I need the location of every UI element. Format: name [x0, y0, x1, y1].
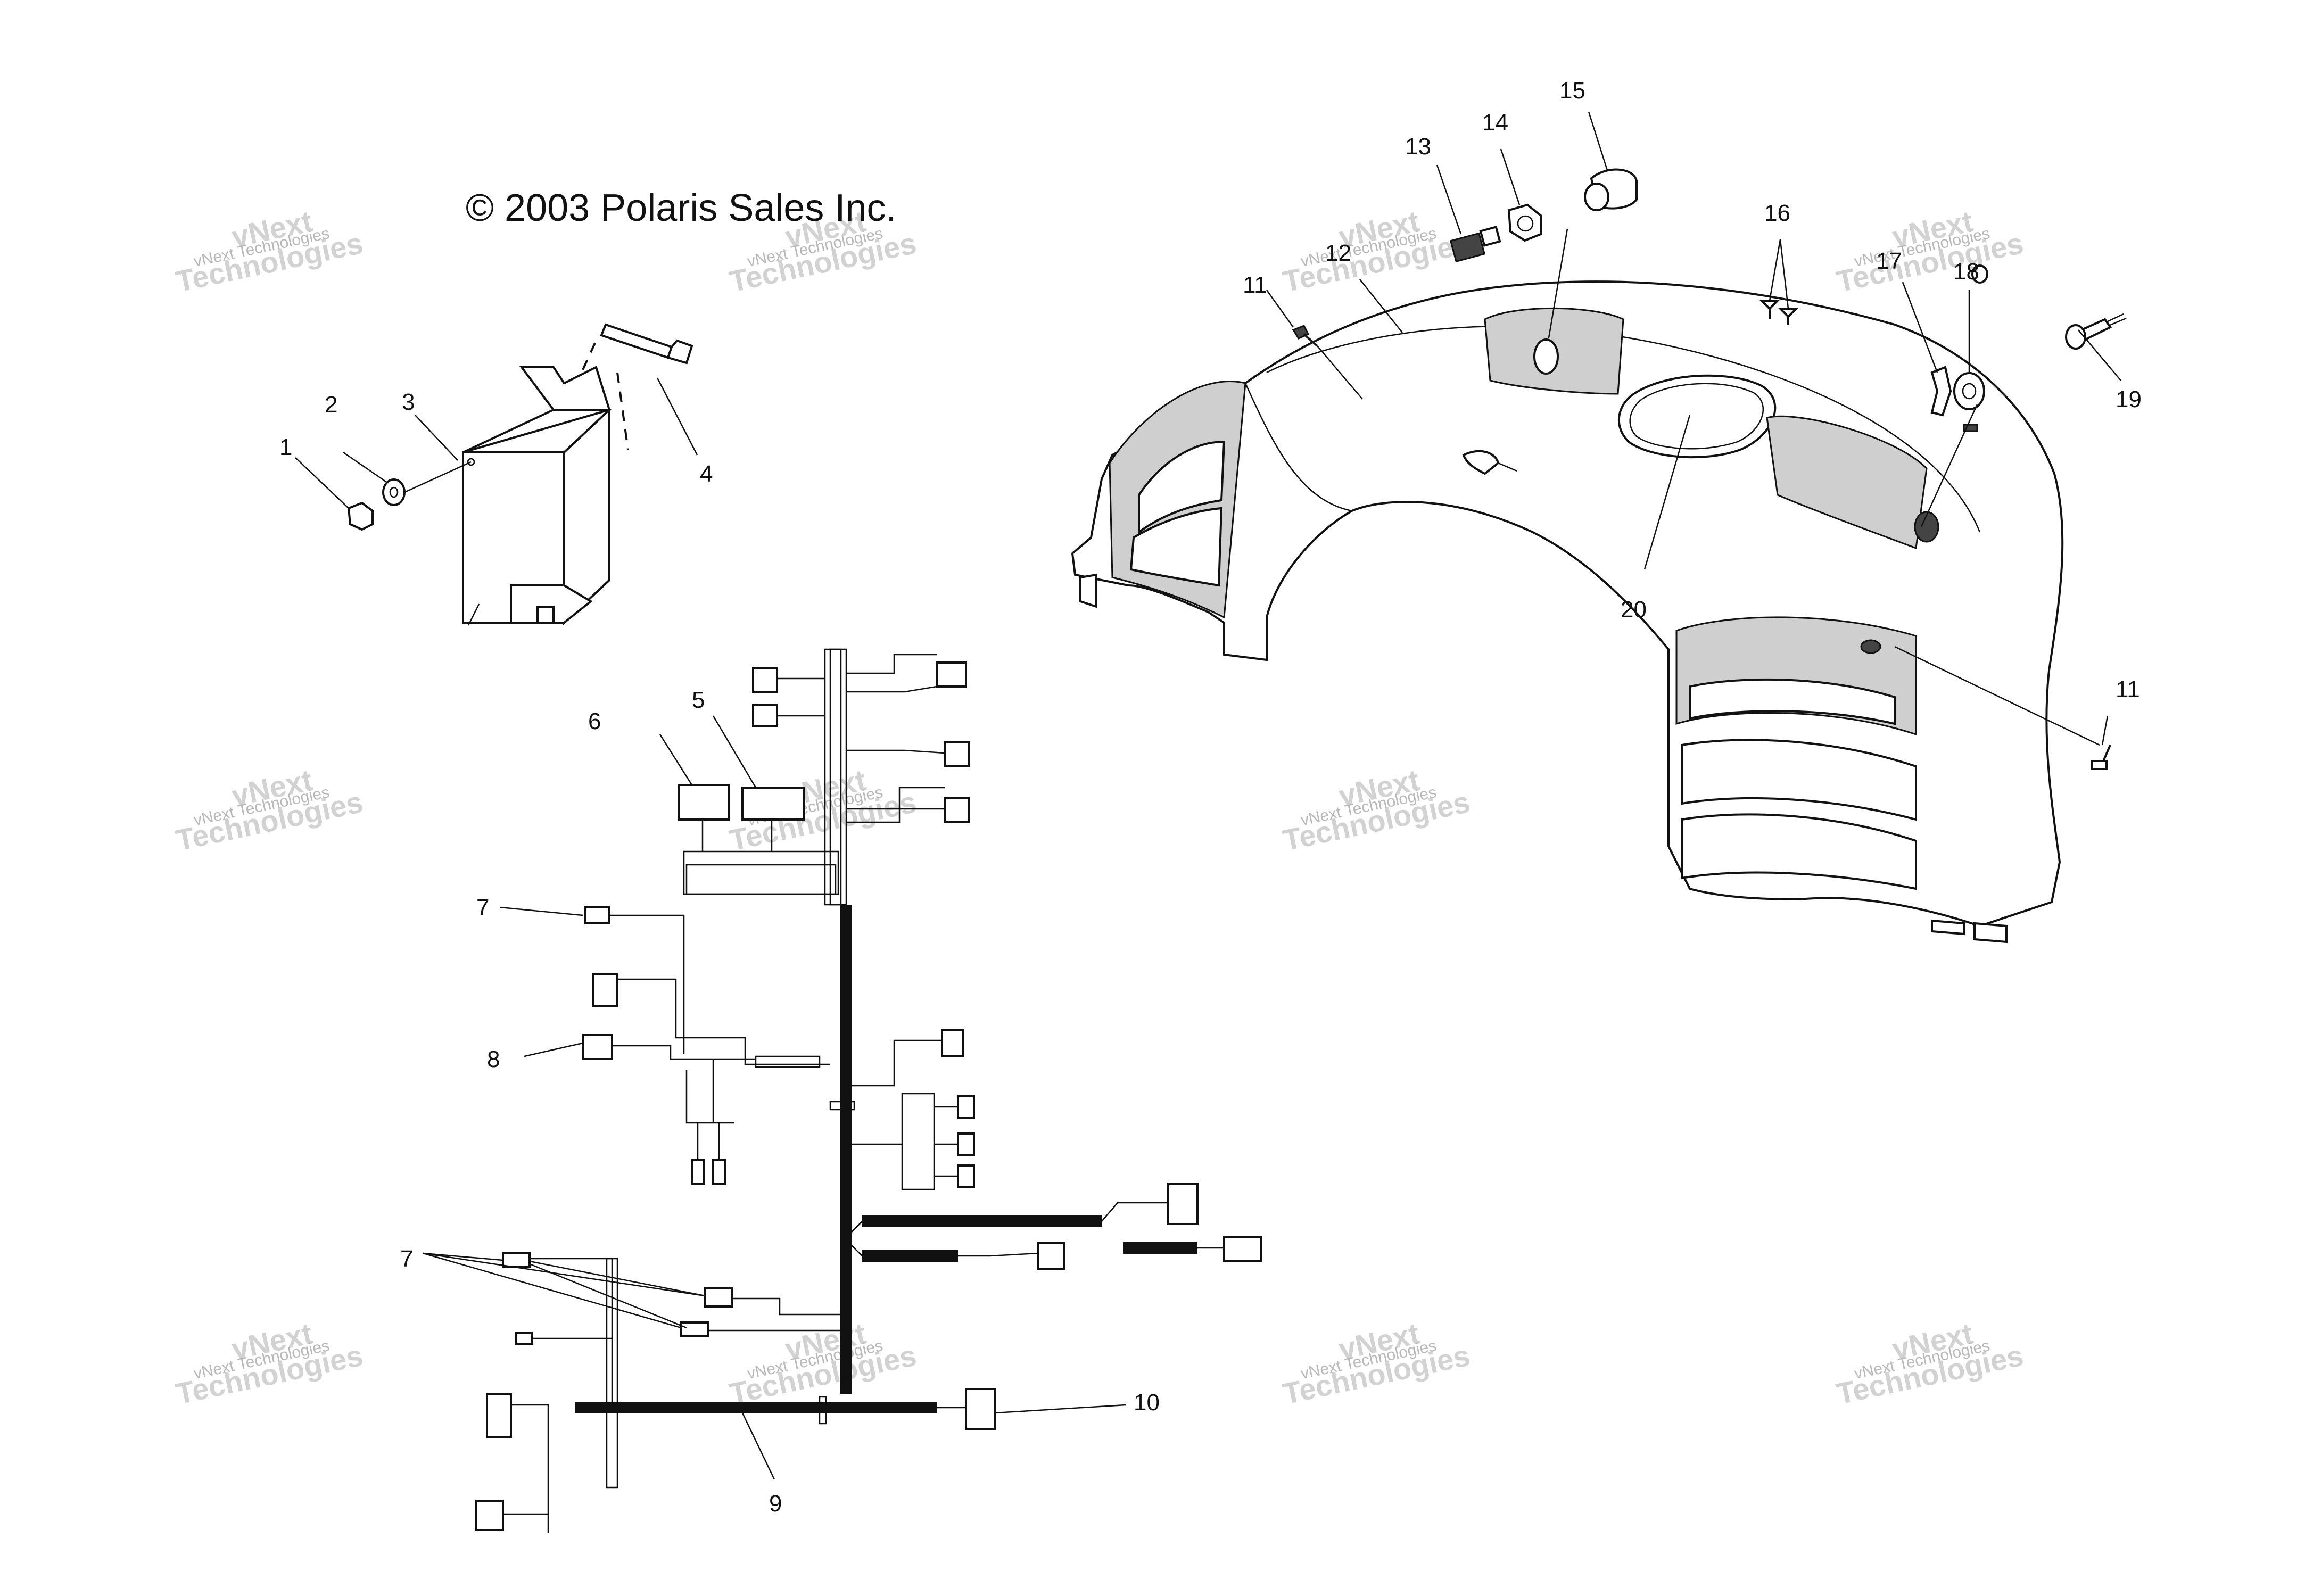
callout-11a: 11 — [1243, 272, 1267, 298]
toggle-switch — [1930, 366, 1952, 417]
connector — [752, 667, 778, 693]
callout-18: 18 — [1953, 259, 1979, 285]
control-module-assembly: 1 2 3 4 — [279, 323, 713, 626]
callout-4: 4 — [700, 461, 713, 487]
switch-washer — [1953, 372, 1985, 410]
connector — [592, 973, 618, 1007]
callout-7b: 7 — [400, 1246, 413, 1272]
switch-knob — [1584, 168, 1638, 211]
gauge-opening — [1618, 374, 1777, 459]
switch-nut — [1507, 203, 1542, 242]
connector — [752, 704, 778, 727]
connector — [1037, 1242, 1065, 1270]
callout-13: 13 — [1405, 134, 1431, 160]
connector — [515, 1332, 533, 1345]
callout-10: 10 — [1134, 1390, 1160, 1416]
connector — [957, 1132, 975, 1156]
connector — [965, 1388, 996, 1430]
watermark: Technologies vNext vNext Technologies — [726, 1317, 919, 1411]
callout-19: 19 — [2116, 386, 2142, 412]
connector — [1167, 1183, 1199, 1225]
screw — [2091, 745, 2111, 770]
relay — [741, 787, 805, 821]
callout-2: 2 — [325, 392, 337, 418]
callout-20: 20 — [1621, 597, 1647, 623]
connector — [584, 906, 610, 924]
connector — [936, 661, 967, 688]
control-module — [462, 366, 613, 625]
connector — [957, 1164, 975, 1188]
connector — [582, 1034, 613, 1060]
watermark: Technologies vNext vNext Technologies — [173, 763, 366, 857]
callout-9: 9 — [769, 1491, 782, 1517]
callout-15: 15 — [1559, 78, 1585, 104]
nut — [347, 501, 374, 531]
dash-pod-assembly: 11 11 12 13 14 15 16 17 18 19 20 — [1071, 78, 2142, 944]
callout-14: 14 — [1482, 110, 1508, 136]
callout-12: 12 — [1325, 240, 1351, 266]
watermark: Technologies vNext vNext Technologies — [1280, 1317, 1473, 1411]
callout-8: 8 — [487, 1046, 500, 1072]
connector — [712, 1159, 726, 1185]
watermark: Technologies vNext vNext Technologies — [173, 204, 366, 299]
connector — [957, 1095, 975, 1119]
callout-6: 6 — [588, 708, 601, 734]
connector — [941, 1029, 964, 1057]
connector — [475, 1500, 504, 1531]
callout-16: 16 — [1764, 200, 1790, 226]
callout-17: 17 — [1876, 248, 1902, 274]
watermark: Technologies vNext vNext Technologies — [1833, 1317, 2026, 1411]
connector — [486, 1393, 512, 1438]
copyright-notice: © 2003 Polaris Sales Inc. — [466, 187, 896, 229]
relay — [678, 784, 730, 821]
connector — [502, 1252, 531, 1268]
connector — [944, 741, 970, 767]
connector — [680, 1321, 709, 1337]
screw — [1292, 325, 1318, 347]
washer — [382, 478, 406, 506]
watermark: Technologies vNext vNext Technologies — [1833, 204, 2026, 299]
watermark: Technologies vNext vNext Technologies — [726, 204, 919, 299]
callout-1: 1 — [279, 434, 292, 460]
ignition-key — [1449, 226, 1501, 263]
connector — [691, 1159, 705, 1185]
connector — [944, 797, 970, 823]
callout-3: 3 — [402, 389, 415, 415]
wire-harness: 6 5 7 8 — [400, 648, 1262, 1533]
power-outlet — [2065, 313, 2127, 350]
callout-7a: 7 — [476, 895, 489, 921]
watermark: Technologies vNext vNext Technologies — [1280, 763, 1473, 857]
watermark: Technologies vNext vNext Technologies — [1280, 204, 1473, 299]
callout-11b: 11 — [2116, 676, 2140, 702]
watermark: Technologies vNext vNext Technologies — [173, 1317, 366, 1411]
connector — [1223, 1236, 1262, 1262]
callout-5: 5 — [692, 687, 705, 713]
bolt — [582, 323, 693, 450]
connector — [704, 1287, 733, 1308]
